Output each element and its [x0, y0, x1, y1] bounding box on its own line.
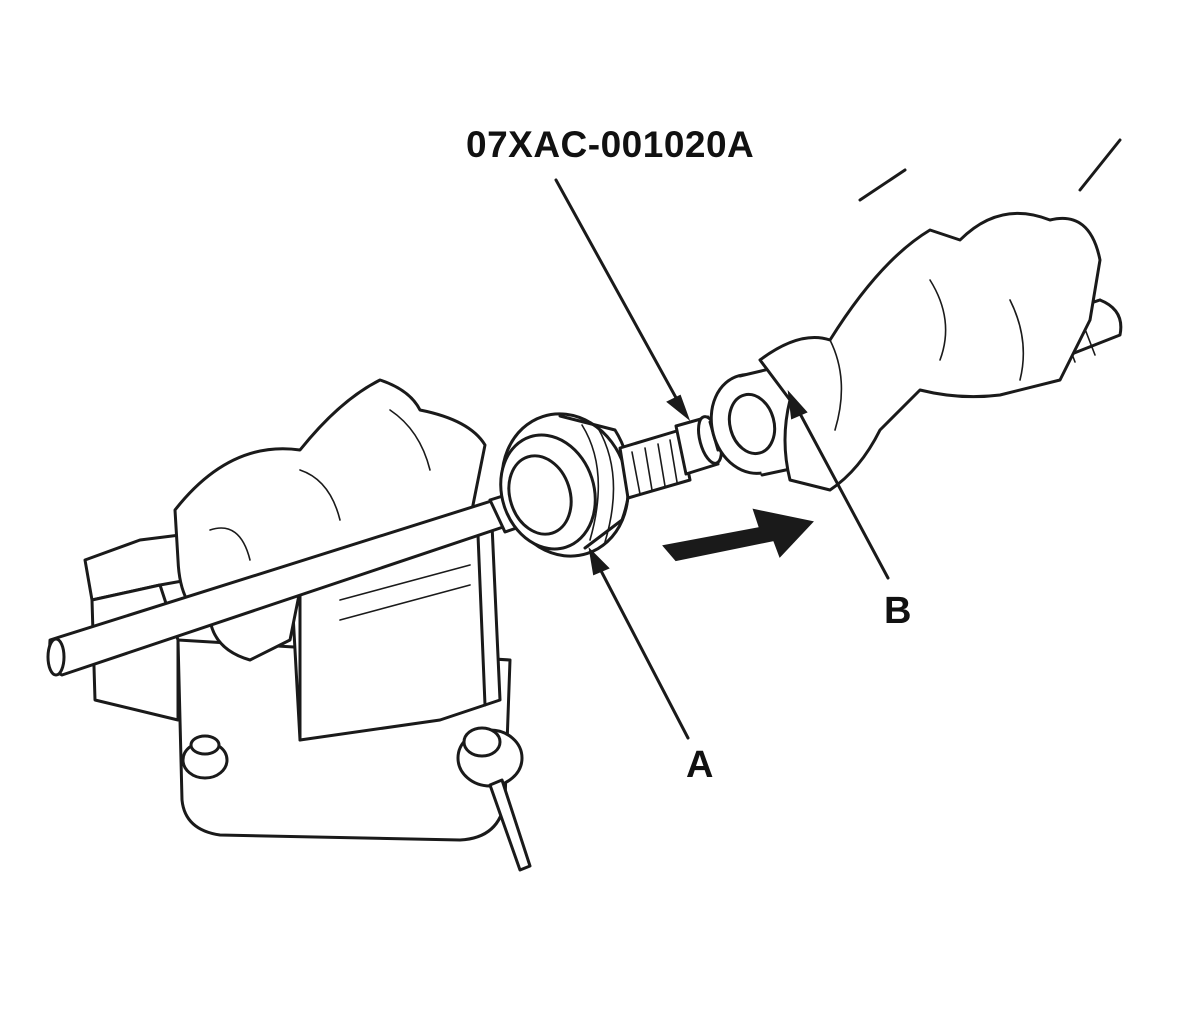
- part-b-label: B: [884, 590, 912, 632]
- pull-direction-arrow: [662, 508, 814, 562]
- component-a-bearing: [499, 412, 632, 558]
- leader-b-arrowhead: [787, 389, 808, 420]
- leader-a: [596, 563, 690, 740]
- part-a-label: A: [686, 744, 714, 786]
- leader-b: [795, 406, 890, 580]
- leader-lines: [554, 178, 890, 740]
- leader-a-arrowhead: [588, 547, 610, 576]
- leader-tool: [554, 178, 682, 407]
- hand: [758, 211, 1102, 492]
- tool-number-label: 07XAC-001020A: [466, 124, 755, 165]
- vise-handle: [488, 778, 532, 872]
- leader-tool-arrowhead: [666, 394, 691, 422]
- hand-on-handle: [758, 138, 1123, 492]
